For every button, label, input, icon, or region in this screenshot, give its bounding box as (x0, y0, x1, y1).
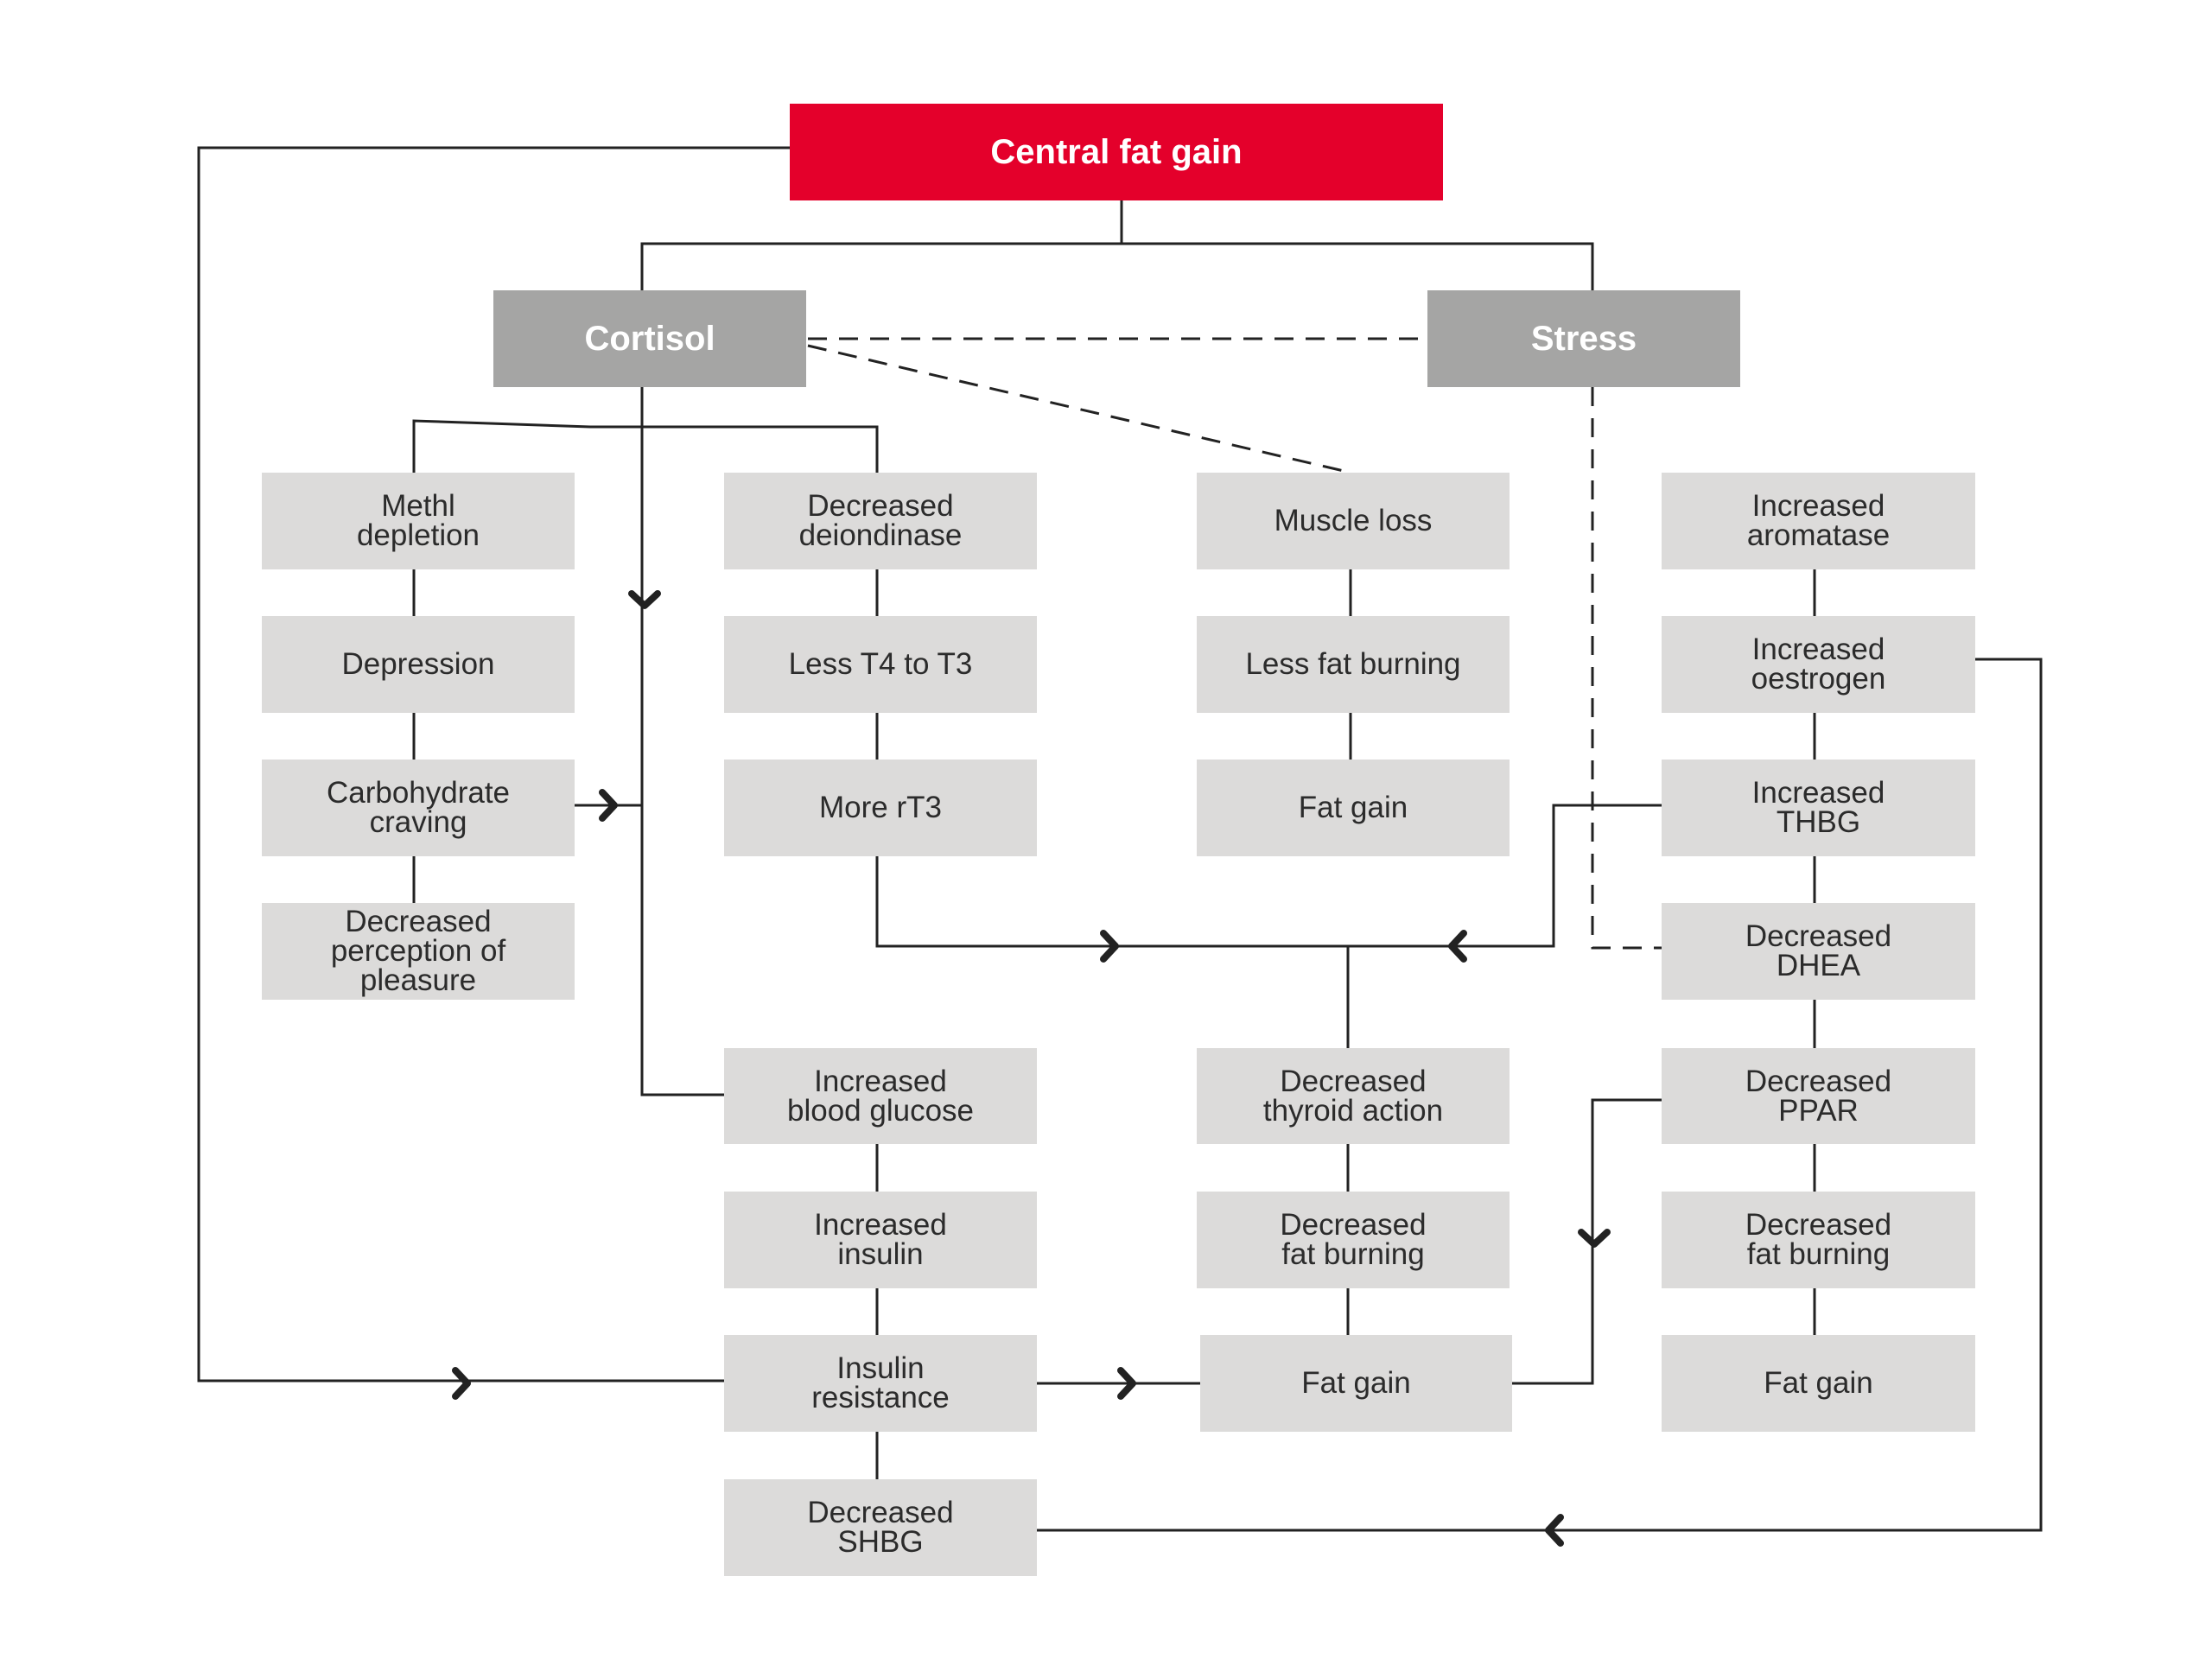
depression-node: Depression (262, 616, 575, 713)
connector (875, 856, 1348, 948)
connector (1037, 658, 2043, 1532)
decreased-shbg-node: Decreased SHBG (724, 1479, 1037, 1576)
increased-insulin-node: Increased insulin (724, 1192, 1037, 1288)
connector (640, 387, 724, 1096)
fat-gain-node: Fat gain (1200, 1335, 1512, 1432)
arrowhead-left (1448, 930, 1467, 963)
arrowhead-right (1100, 930, 1119, 963)
dashed-connector (807, 344, 1344, 473)
methl-depletion-node: Methl depletion (262, 473, 575, 569)
fat-gain-node: Fat gain (1662, 1335, 1975, 1432)
muscle-loss-node: Muscle loss (1197, 473, 1510, 569)
increased-thbg-node: Increased THBG (1662, 760, 1975, 856)
increased-blood-glucose-node: Increased blood glucose (724, 1048, 1037, 1144)
increased-oestrogen-node: Increased oestrogen (1662, 616, 1975, 713)
stress-node: Stress (1427, 290, 1740, 387)
decreased-dhea-node: Decreased DHEA (1662, 903, 1975, 1000)
connector (640, 200, 1594, 294)
arrowhead-right (599, 789, 618, 822)
arrowhead-right (1117, 1367, 1136, 1400)
connector (412, 419, 879, 473)
central-fat-gain-node: Central fat gain (790, 104, 1443, 200)
less-t4-to-t3-node: Less T4 to T3 (724, 616, 1037, 713)
decreased-deiondinase-node: Decreased deiondinase (724, 473, 1037, 569)
more-rt3-node: More rT3 (724, 760, 1037, 856)
arrowhead-right (452, 1367, 471, 1400)
arrowhead-down (1578, 1229, 1611, 1248)
less-fat-burning-node: Less fat burning (1197, 616, 1510, 713)
increased-aromatase-node: Increased aromatase (1662, 473, 1975, 569)
decreased-thyroid-action-node: Decreased thyroid action (1197, 1048, 1510, 1144)
decreased-fat-burning-node: Decreased fat burning (1197, 1192, 1510, 1288)
arrowhead-down (628, 590, 661, 609)
carbohydrate-craving-node: Carbohydrate craving (262, 760, 575, 856)
arrowhead-left (1545, 1514, 1564, 1547)
fat-gain-node: Fat gain (1197, 760, 1510, 856)
dashed-connector (1591, 387, 1662, 950)
decreased-perception-of-pleasure-node: Decreased perception of pleasure (262, 903, 575, 1000)
decreased-fat-burning-node: Decreased fat burning (1662, 1192, 1975, 1288)
decreased-ppar-node: Decreased PPAR (1662, 1048, 1975, 1144)
cortisol-node: Cortisol (493, 290, 806, 387)
insulin-resistance-node: Insulin resistance (724, 1335, 1037, 1432)
